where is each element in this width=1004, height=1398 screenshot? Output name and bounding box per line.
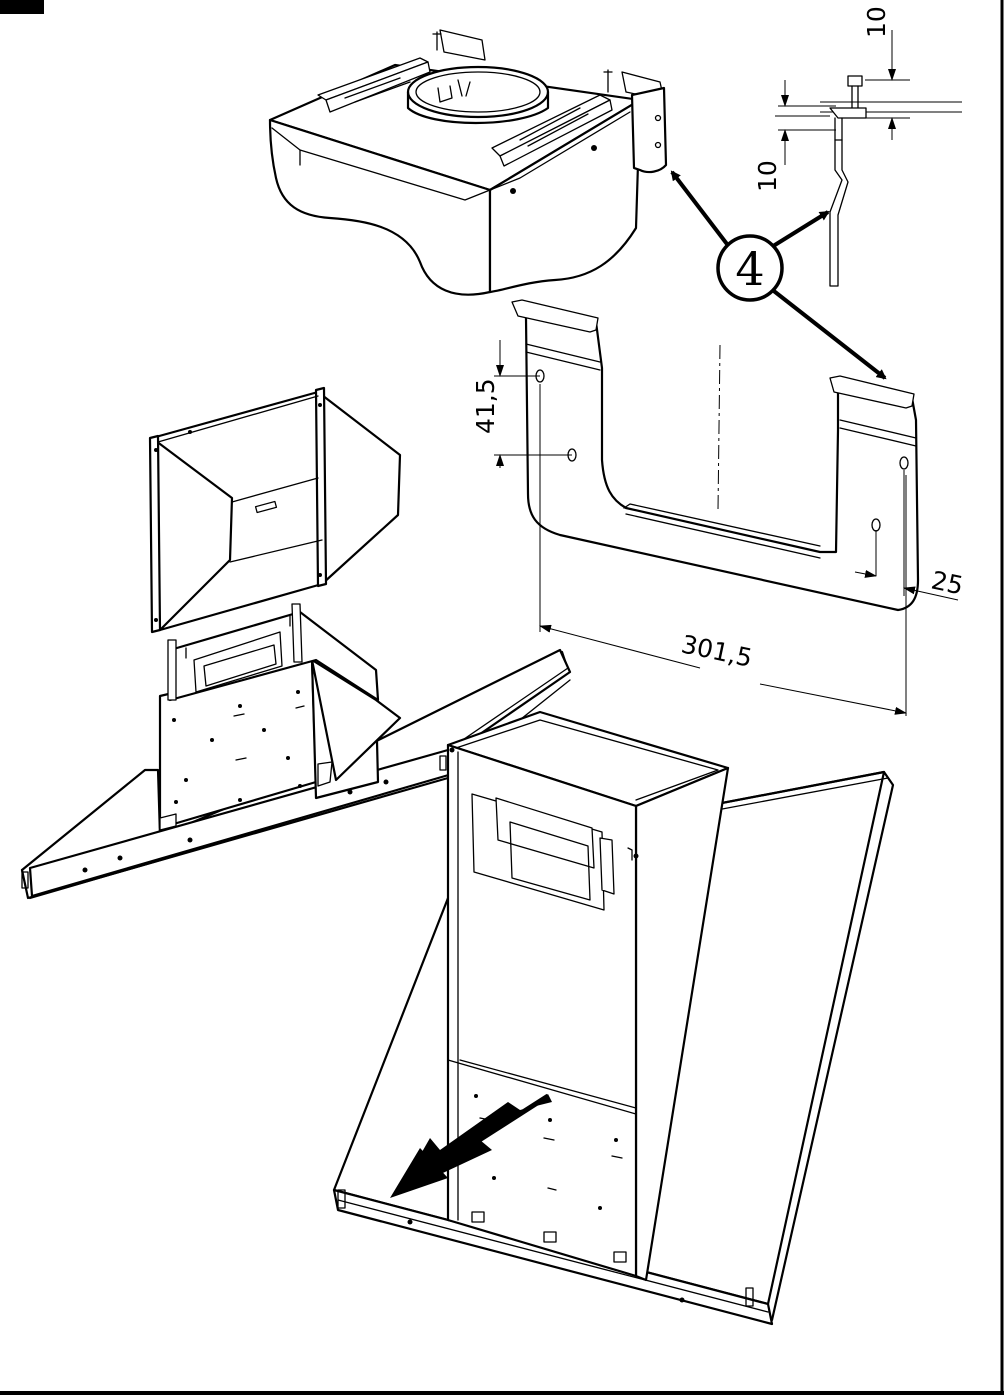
- bolt-section-detail: 10 10: [753, 6, 962, 287]
- inner-duct-box: [158, 603, 402, 831]
- exploded-hood-drawing: [20, 386, 572, 900]
- assembled-hood-drawing: [332, 710, 895, 1326]
- filter-cover: [148, 386, 402, 634]
- dim-edge-offset: 25: [929, 566, 966, 601]
- dim-bolt-offset: 10: [753, 160, 782, 192]
- dim-bracket-width: 301,5: [679, 630, 755, 673]
- dim-bolt-head-height: 10: [862, 6, 891, 38]
- callout-4: 4: [670, 170, 887, 380]
- callout-number: 4: [735, 242, 764, 296]
- u-bracket-drawing: 41,5 25 301,5: [471, 299, 966, 716]
- dim-hole-spacing: 41,5: [471, 378, 500, 434]
- ceiling-housing-drawing: [268, 29, 668, 296]
